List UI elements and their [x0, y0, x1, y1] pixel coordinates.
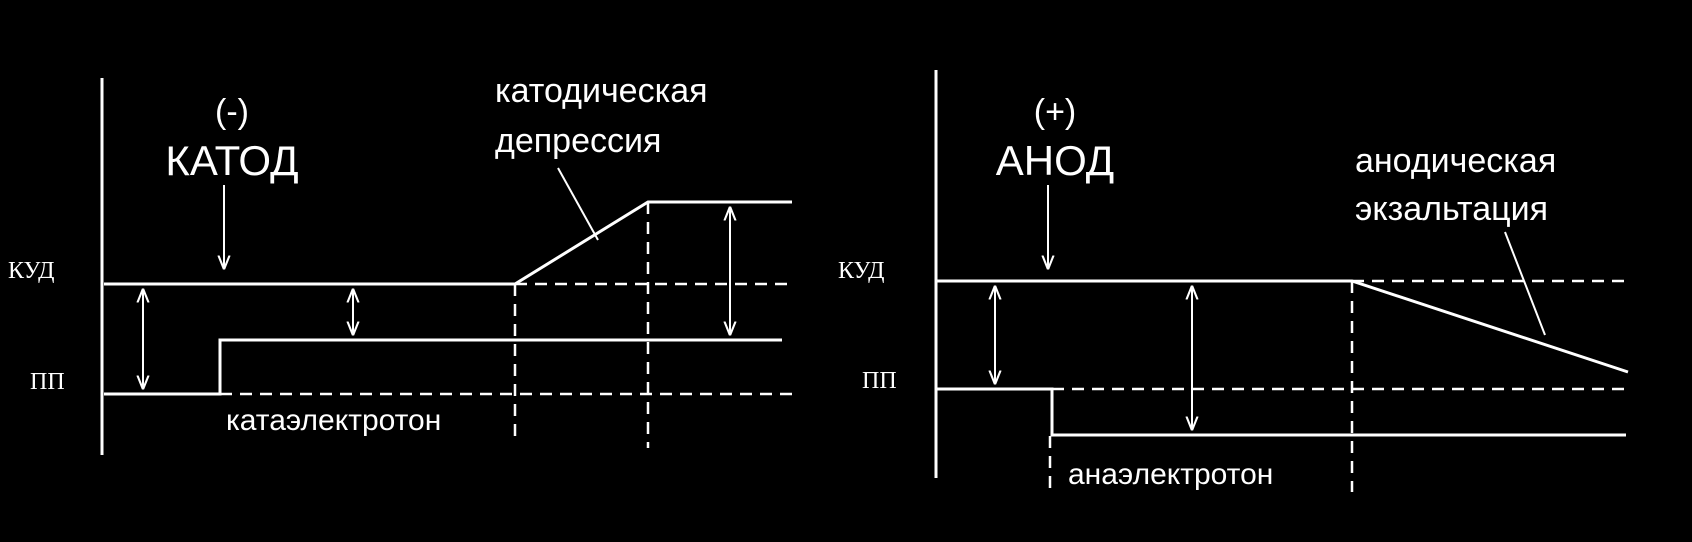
left-electrode-label: КАТОД [165, 137, 298, 184]
right-annotation-line2: экзальтация [1355, 190, 1548, 228]
left-level-lower-label: ПП [30, 369, 65, 395]
left-level-upper-label: КУД [8, 258, 54, 284]
left-phase-label: катаэлектротон [226, 404, 441, 437]
left-annotation-line2: депрессия [495, 122, 661, 160]
left-polarity-label: (-) [215, 93, 249, 131]
left-annotation-leader [557, 167, 599, 241]
right-threshold-trace [936, 279, 1629, 374]
right-level-upper-label: КУД [838, 258, 884, 284]
right-level-lower-label: ПП [862, 368, 897, 394]
anode-panel: КУД ПП (+) АНОД анаэлектротон анодическа… [838, 70, 1629, 492]
left-threshold-trace [104, 200, 792, 286]
right-polarity-label: (+) [1034, 93, 1077, 131]
left-annotation-line1: катодическая [495, 72, 708, 110]
left-membrane-trace [104, 338, 782, 396]
right-electrode-label: АНОД [996, 137, 1115, 184]
right-annotation-line1: анодическая [1355, 142, 1556, 180]
right-annotation-leader [1504, 231, 1546, 336]
cathode-panel: КУД ПП (-) КАТОД катаэлектротон катодиче… [8, 72, 792, 455]
right-phase-label: анаэлектротон [1068, 458, 1273, 491]
right-membrane-trace [936, 387, 1626, 437]
